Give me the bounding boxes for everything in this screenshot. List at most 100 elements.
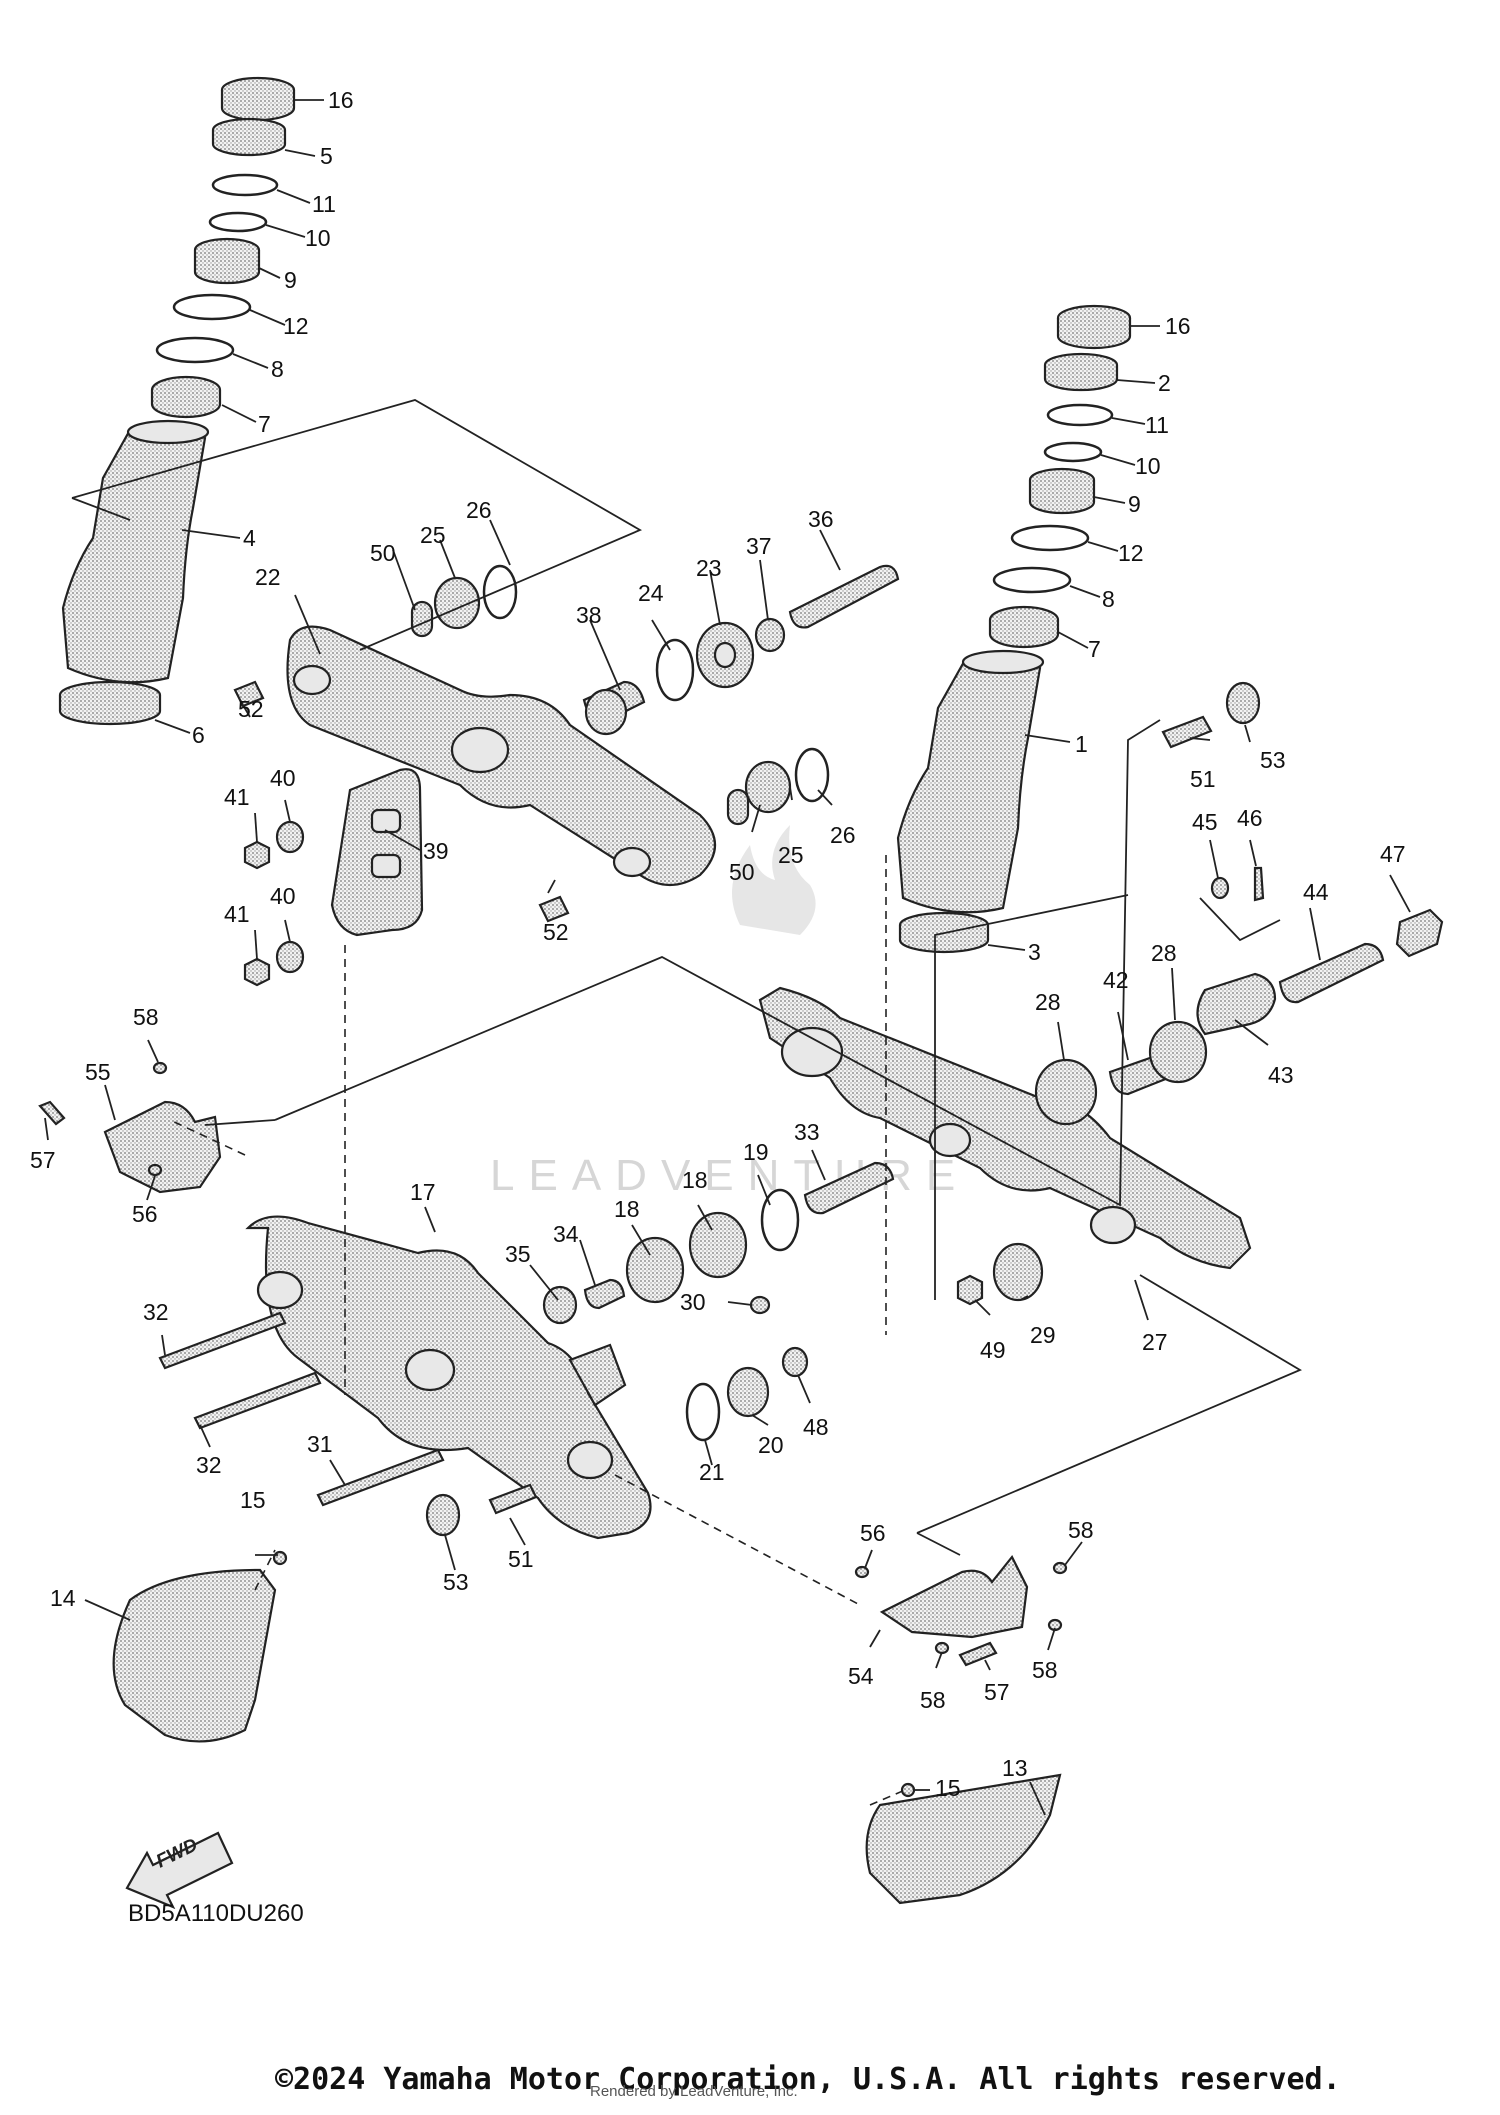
callout-36: 36 (808, 506, 834, 532)
callout-22: 22 (255, 564, 281, 590)
fwd-arrow: FWD (125, 1831, 234, 1910)
callout-8: 8 (1102, 586, 1115, 612)
callout-50: 50 (729, 859, 755, 885)
leader-lines (44, 99, 1411, 1816)
callout-20: 20 (758, 1432, 784, 1458)
callout-2: 2 (1158, 370, 1171, 396)
callout-7: 7 (258, 411, 271, 437)
callout-48: 48 (803, 1414, 829, 1440)
diagram-code: BD5A110DU260 (128, 1900, 304, 1927)
callout-25: 25 (778, 842, 804, 868)
upper-arm-assembly (233, 564, 830, 987)
callout-31: 31 (307, 1431, 333, 1457)
callout-46: 46 (1237, 805, 1263, 831)
callout-24: 24 (638, 580, 664, 606)
callout-26: 26 (830, 822, 856, 848)
callout-37: 37 (746, 533, 772, 559)
callout-12: 12 (283, 313, 309, 339)
callout-45: 45 (1192, 809, 1218, 835)
callout-18: 18 (682, 1167, 708, 1193)
callout-39: 39 (423, 838, 449, 864)
callout-25: 25 (420, 522, 446, 548)
callout-40: 40 (270, 883, 296, 909)
callout-33: 33 (794, 1119, 820, 1145)
callout-54: 54 (848, 1663, 874, 1689)
left-head-pipe-stack (58, 76, 296, 726)
callout-12: 12 (1118, 540, 1144, 566)
callout-58: 58 (920, 1687, 946, 1713)
callout-51: 51 (1190, 766, 1216, 792)
callout-10: 10 (1135, 453, 1161, 479)
callout-9: 9 (1128, 491, 1141, 517)
callout-19: 19 (743, 1139, 769, 1165)
callout-27: 27 (1142, 1329, 1168, 1355)
callout-44: 44 (1303, 879, 1329, 905)
right-head-pipe-stack (896, 304, 1132, 954)
callout-34: 34 (553, 1221, 579, 1247)
callout-52: 52 (543, 919, 569, 945)
callout-13: 13 (1002, 1755, 1028, 1781)
callout-56: 56 (132, 1201, 158, 1227)
callout-55: 55 (85, 1059, 111, 1085)
callout-8: 8 (271, 356, 284, 382)
callout-53: 53 (443, 1569, 469, 1595)
callout-15: 15 (935, 1775, 961, 1801)
callout-11: 11 (1145, 412, 1169, 438)
callout-30: 30 (680, 1289, 706, 1315)
callout-58: 58 (133, 1004, 159, 1030)
callout-57: 57 (984, 1679, 1010, 1705)
lower-arm-assembly (158, 1161, 895, 1540)
callout-41: 41 (224, 784, 250, 810)
callout-40: 40 (270, 765, 296, 791)
callout-1: 1 (1075, 731, 1088, 757)
callout-18: 18 (614, 1196, 640, 1222)
callout-32: 32 (143, 1299, 169, 1325)
callout-47: 47 (1380, 841, 1406, 867)
callout-56: 56 (860, 1520, 886, 1546)
callout-3: 3 (1028, 939, 1041, 965)
callout-50: 50 (370, 540, 396, 566)
callout-21: 21 (699, 1459, 725, 1485)
callout-6: 6 (192, 722, 205, 748)
callout-16: 16 (328, 87, 354, 113)
callout-15: 15 (240, 1487, 266, 1513)
callout-41: 41 (224, 901, 250, 927)
callout-26: 26 (466, 497, 492, 523)
callout-35: 35 (505, 1241, 531, 1267)
callout-42: 42 (1103, 967, 1129, 993)
callout-29: 29 (1030, 1322, 1056, 1348)
callout-10: 10 (305, 225, 331, 251)
callout-4: 4 (243, 525, 256, 551)
covers (112, 1550, 1062, 1905)
callout-11: 11 (312, 191, 336, 217)
rendered-by-credit: Rendered by LeadVenture, Inc. (590, 2083, 798, 2100)
callout-14: 14 (50, 1585, 76, 1611)
callout-28: 28 (1151, 940, 1177, 966)
callout-57: 57 (30, 1147, 56, 1173)
callout-52: 52 (238, 696, 264, 722)
callout-5: 5 (320, 143, 333, 169)
callout-16: 16 (1165, 313, 1191, 339)
callout-23: 23 (696, 555, 722, 581)
mount-brackets (38, 1061, 1068, 1667)
callout-32: 32 (196, 1452, 222, 1478)
callout-17: 17 (410, 1179, 436, 1205)
watermark-text: LEADVENTURE (490, 1151, 969, 1200)
right-lower-arm-assembly (758, 681, 1444, 1306)
callout-58: 58 (1068, 1517, 1094, 1543)
callout-49: 49 (980, 1337, 1006, 1363)
copyright-notice: ©2024 Yamaha Motor Corporation, U.S.A. A… (275, 2062, 1341, 2097)
callout-43: 43 (1268, 1062, 1294, 1088)
callout-7: 7 (1088, 636, 1101, 662)
callout-9: 9 (284, 267, 297, 293)
callout-28: 28 (1035, 989, 1061, 1015)
alignment-lines (169, 855, 906, 1806)
assembly-frame-lines (71, 399, 1302, 1556)
callout-labels: 16 5 11 10 9 12 8 7 4 6 16 2 11 10 9 12 … (30, 87, 1406, 1801)
callout-38: 38 (576, 602, 602, 628)
callout-58: 58 (1032, 1657, 1058, 1683)
callout-53: 53 (1260, 747, 1286, 773)
callout-51: 51 (508, 1546, 534, 1572)
upper-shaft-components (582, 564, 900, 736)
